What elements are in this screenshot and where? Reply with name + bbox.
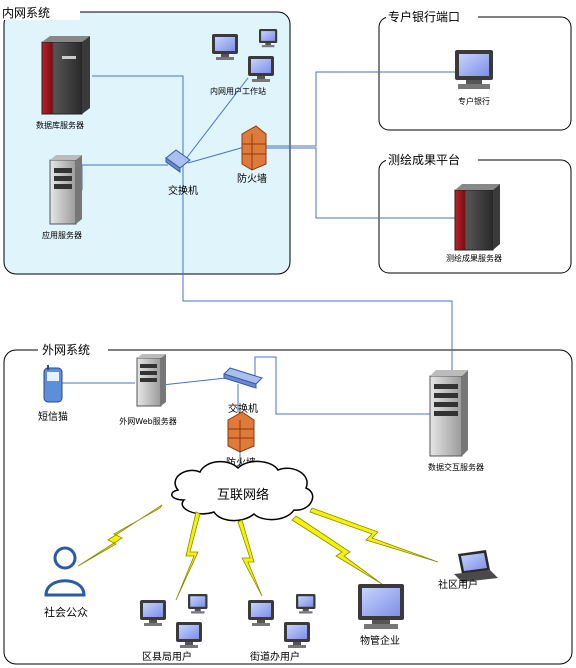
street-users[interactable]: 街道办用户 — [248, 594, 316, 663]
server-icon — [136, 354, 166, 407]
firewall-in-label: 防火墙 — [237, 172, 267, 185]
web-server[interactable]: 外网Web服务器 — [119, 354, 177, 426]
community-users[interactable]: 社区用户 — [438, 550, 498, 591]
lightning-bolt-property — [291, 515, 383, 585]
switch-icon — [223, 367, 263, 389]
switch-intranet[interactable]: 交换机 — [165, 149, 198, 197]
phone-icon — [43, 365, 63, 403]
county-users-label: 区县局用户 — [142, 650, 192, 663]
lightning-bolt-street — [237, 519, 263, 597]
link-web-switch-out — [161, 377, 227, 386]
web-server-label: 外网Web服务器 — [119, 416, 176, 426]
db-server-icon — [454, 184, 500, 251]
person-icon — [44, 546, 86, 597]
link-switch-firewall-in — [187, 145, 249, 164]
public-users[interactable]: 社会公众 — [44, 546, 88, 619]
internet-cloud: 互联网络 — [171, 460, 314, 522]
link-switch-exchange — [254, 356, 430, 415]
intranet-workstations[interactable]: 内网用户工作站 — [210, 29, 278, 96]
sms-cat-label: 短信猫 — [38, 410, 68, 423]
link-firewall-survey — [264, 147, 460, 219]
extranet-title: 外网系统 — [42, 343, 90, 357]
sms-cat[interactable]: 短信猫 — [38, 365, 68, 423]
firewall-intranet[interactable]: 防火墙 — [237, 125, 267, 185]
app-server-label: 应用服务器 — [42, 230, 82, 240]
link-firewall-bank — [264, 71, 460, 147]
db-server-label: 数据库服务器 — [36, 120, 84, 130]
bank-terminal[interactable]: 专户银行 — [455, 50, 493, 106]
app-server[interactable]: 应用服务器 — [42, 155, 82, 240]
bank-label: 专户银行 — [458, 96, 490, 106]
intranet-ws-label: 内网用户工作站 — [210, 86, 266, 96]
survey-server-label: 测绘成果服务器 — [446, 253, 502, 263]
link-switch-ws — [184, 77, 249, 161]
link-db-exchange — [92, 75, 453, 372]
exchange-server-label: 数据交互服务器 — [428, 462, 484, 472]
cloud-icon — [171, 460, 314, 522]
intranet-title: 内网系统 — [2, 6, 50, 20]
computer-icon — [455, 50, 493, 89]
property-label: 物管企业 — [360, 634, 400, 647]
app-server-icon — [49, 155, 82, 225]
property-company[interactable]: 物管企业 — [358, 584, 404, 647]
survey-server[interactable]: 测绘成果服务器 — [446, 184, 502, 263]
firewall-icon — [227, 411, 255, 453]
exchange-server[interactable]: 数据交互服务器 — [428, 370, 484, 472]
survey-region-title: 测绘成果平台 — [388, 152, 460, 167]
lightning-bolt-public — [77, 504, 163, 567]
switch-icon — [165, 149, 191, 173]
server-icon — [429, 370, 468, 457]
community-label: 社区用户 — [438, 578, 478, 591]
switch-extranet[interactable]: 交换机 — [223, 367, 263, 415]
firewall-extranet[interactable]: 防火墙 — [226, 411, 256, 469]
public-label: 社会公众 — [44, 605, 88, 619]
street-users-label: 街道办用户 — [250, 650, 300, 663]
db-server[interactable]: 数据库服务器 — [36, 36, 90, 130]
switch-in-label: 交换机 — [168, 184, 198, 197]
lightning-bolt-community — [309, 507, 439, 563]
internet-label: 互联网络 — [217, 487, 269, 503]
bank-region-title: 专户银行端口 — [388, 9, 460, 24]
db-server-icon — [41, 36, 90, 115]
laptop-icon — [454, 550, 498, 582]
switch-out-label: 交换机 — [228, 402, 258, 415]
computer-icon — [358, 584, 404, 629]
lightning-bolt-county — [175, 511, 201, 601]
county-users[interactable]: 区县局用户 — [140, 594, 208, 663]
wireless-links — [77, 504, 439, 601]
firewall-icon — [241, 125, 267, 171]
